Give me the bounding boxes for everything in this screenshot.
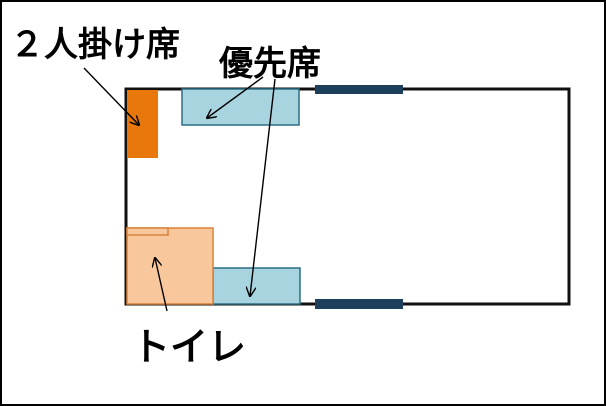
toilet-label: トイレ [132, 325, 246, 369]
toilet-door-detail [126, 227, 169, 236]
priority-seat-label: 優先席 [218, 44, 321, 84]
toilet-area [126, 227, 214, 305]
priority-seat-bottom [212, 267, 301, 305]
arrow-priority-seat-bottom [250, 78, 276, 296]
two-seater-label: ２人掛け席 [10, 25, 180, 65]
arrow-priority-seat-top [207, 76, 264, 118]
priority-seat-top [181, 88, 300, 126]
arrow-two-seater [83, 67, 139, 125]
door-top [315, 85, 403, 94]
two-seater-seat [127, 90, 158, 158]
arrow-toilet [155, 258, 168, 312]
door-bottom [315, 299, 403, 309]
